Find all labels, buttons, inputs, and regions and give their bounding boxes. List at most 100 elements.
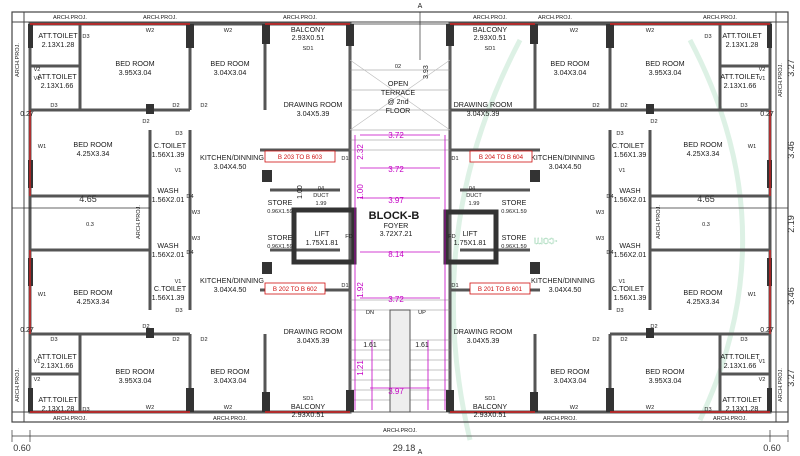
code-w3-wash-rt: W3 — [596, 210, 604, 216]
wash-left-bottom-label: WASH — [157, 241, 178, 250]
dim-vert-393: 3.93 — [423, 65, 430, 79]
duct-right-label: DUCT — [466, 193, 482, 199]
unit-tag-br: B 201 TO B 601 — [478, 286, 523, 293]
dim-right-027-bottom: 0.27 — [760, 327, 774, 334]
code-d2-bl-a: D2 — [172, 337, 179, 343]
dim-left-465: 4.65 — [79, 194, 97, 204]
arch-proj-bottom-center: ARCH.PROJ. — [383, 428, 417, 434]
magenta-dimensions — [354, 134, 446, 410]
c-toilet-tl-size: 1.56X1.39 — [152, 150, 185, 159]
bed-room-bl-c-size: 4.25X3.34 — [77, 297, 110, 306]
c-toilet-br-size: 1.56X1.39 — [614, 293, 647, 302]
bed-room-tl-a-label: BED ROOM — [115, 59, 154, 68]
kitchen-tr-label: KITCHEN/DINNING — [531, 153, 595, 162]
sd1-tr: SD1 — [485, 46, 496, 52]
drawing-room-tr-size: 3.04X5.39 — [467, 109, 500, 118]
arch-proj-side-left-mid: ARCH.PROJ. — [136, 205, 142, 239]
code-d2-tr-b: D2 — [592, 103, 599, 109]
watermark-arc — [450, 38, 523, 441]
store-left-top-size: 0.96X1.59 — [267, 209, 293, 215]
att-toilet-bl-a-size: 2.13X1.28 — [42, 404, 75, 413]
att-toilet-tl-b-size: 2.13X1.66 — [41, 81, 74, 90]
drawing-room-tl-size: 3.04X5.39 — [297, 109, 330, 118]
dim-vert-232: 2.32 — [356, 144, 365, 160]
kitchen-br-label: KITCHEN/DINNING — [531, 276, 595, 285]
arch-proj-bottom-right: ARCH.PROJ. — [713, 416, 747, 422]
att-toilet-br-a-label: ATT.TOILET — [722, 395, 762, 404]
dim-center-372-a: 3.72 — [388, 131, 404, 140]
foyer-label: FOYER — [384, 221, 409, 230]
store-right-bottom-size: 0.96X1.59 — [501, 244, 527, 250]
wash-right-bottom-label: WASH — [619, 241, 640, 250]
code-d3-br-c: D3 — [616, 308, 623, 314]
dim-right-03: 0.3 — [702, 222, 710, 228]
code-d3-tl-c: D3 — [175, 131, 182, 137]
drawing-room-tl-label: DRAWING ROOM — [284, 100, 343, 109]
code-d2-tl-a: D2 — [172, 103, 179, 109]
code-w2-bl2: W2 — [224, 405, 232, 411]
open-terrace-line3: @ 2nd — [387, 97, 408, 106]
dim-center-814: 8.14 — [388, 250, 404, 259]
drawing-room-bl-size: 3.04X5.39 — [297, 336, 330, 345]
drawing-room-br-label: DRAWING ROOM — [454, 327, 513, 336]
dim-center-161-a: 1.61 — [363, 342, 377, 349]
code-d4-wash-rt: D4 — [606, 194, 613, 200]
wash-right-top-size: 1.56X2.01 — [614, 195, 647, 204]
code-d2-br-a: D2 — [620, 337, 627, 343]
code-fd-right: FD — [448, 234, 455, 240]
att-toilet-bl-b-size: 2.13X1.66 — [41, 361, 74, 370]
code-v1-bl-c: V1 — [175, 279, 182, 285]
watermark-text: ɯoɔ· — [534, 235, 558, 247]
code-d4-wash-lt: D4 — [186, 194, 193, 200]
code-d2-tl-b: D2 — [200, 103, 207, 109]
arch-proj-side-right-top: ARCH.PROJ. — [778, 63, 784, 97]
code-v2-br: V2 — [759, 377, 766, 383]
code-w2-tr2: W2 — [646, 28, 654, 34]
arch-proj-side-right-mid: ARCH.PROJ. — [656, 205, 662, 239]
att-toilet-tr-b-label: ATT.TOILET — [720, 72, 760, 81]
code-w1-bl: W1 — [38, 292, 46, 298]
arch-proj-bottom-left-2: ARCH.PROJ. — [213, 416, 247, 422]
stair-dn-label: DN — [366, 310, 374, 316]
drawing-room-br-size: 3.04X5.39 — [467, 336, 500, 345]
unit-tag-tl: B 203 TO B 603 — [278, 154, 323, 161]
code-d3-tr-c: D3 — [616, 131, 623, 137]
bed-room-tl-c-label: BED ROOM — [73, 140, 112, 149]
att-toilet-br-b-size: 2.13X1.66 — [724, 361, 757, 370]
code-w2-tl2: W2 — [224, 28, 232, 34]
dim-right-327-bottom: 3.27 — [786, 369, 796, 387]
columns — [28, 24, 772, 412]
code-d3-tr-a: D3 — [704, 34, 711, 40]
dim-right-465: 4.65 — [697, 194, 715, 204]
code-w2-br1: W2 — [570, 405, 578, 411]
code-v1-br-c: V1 — [619, 279, 626, 285]
code-w1-tl: W1 — [38, 144, 46, 150]
dim-center-372-c: 3.72 — [388, 295, 404, 304]
balcony-tr-size: 2.93X0.51 — [474, 33, 507, 42]
code-d3-bl-a: D3 — [82, 407, 89, 413]
lift-left — [291, 207, 357, 265]
balcony-tr-label: BALCONY — [473, 25, 508, 34]
unit-tag-br-box — [469, 282, 531, 295]
bed-room-tl-b-label: BED ROOM — [210, 59, 249, 68]
att-toilet-tl-a-size: 2.13X1.28 — [42, 40, 75, 49]
code-d3-tl-b: D3 — [50, 103, 57, 109]
code-v2-tl: V2 — [34, 67, 41, 73]
code-d4-wash-rb: D4 — [606, 250, 613, 256]
dim-right-219: 2.19 — [786, 215, 796, 233]
sd1-br: SD1 — [485, 396, 496, 402]
bed-room-bl-c-label: BED ROOM — [73, 288, 112, 297]
code-w2-tl1: W2 — [146, 28, 154, 34]
arch-proj-top-left: ARCH.PROJ. — [53, 15, 87, 21]
dim-right-346-top: 3.46 — [786, 141, 796, 159]
code-d4-wash-lb: D4 — [186, 250, 193, 256]
c-toilet-tr-label: C.TOILET — [612, 141, 645, 150]
code-d2-tr-c: D2 — [650, 119, 657, 125]
balcony-br-size: 2.93X0.51 — [474, 410, 507, 419]
store-left-bottom-label: STORE — [268, 233, 293, 242]
code-w3-wash-lb: W3 — [192, 236, 200, 242]
bed-room-tr-a-size: 3.95X3.04 — [649, 68, 682, 77]
wash-left-top-size: 1.56X2.01 — [152, 195, 185, 204]
code-w1-br: W1 — [748, 292, 756, 298]
